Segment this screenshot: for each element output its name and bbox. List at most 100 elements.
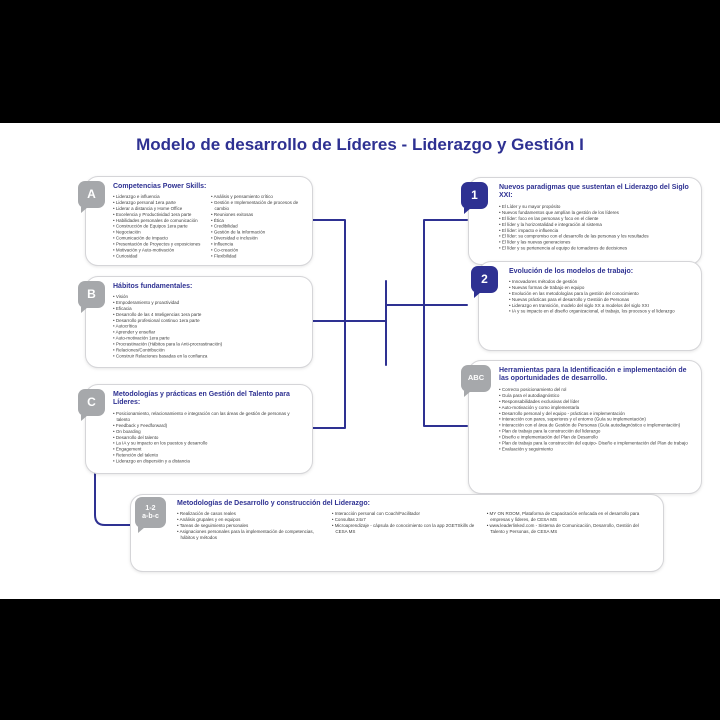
bullet-item: Auto-motivación 1era parte: [113, 336, 304, 342]
box-herramientas-tab: ABC: [461, 365, 491, 397]
box-metodologias-desarrollo-title: Metodologías de Desarrollo y construcció…: [177, 500, 370, 507]
box-herramientas-title: Herramientas para la Identificación e im…: [499, 367, 687, 383]
bullet-item: Evolución en las metodologías para la ge…: [509, 291, 693, 297]
bullet-list-metodologias-talento: Posicionamiento, relacionamiento e integ…: [113, 411, 304, 464]
bullet-item: www.leaderlinked.com - Sistema de Comuni…: [487, 523, 651, 535]
bullet-item: Construir Relaciones basadas en la confi…: [113, 354, 304, 360]
page-title: Modelo de desarrollo de Líderes - Lidera…: [136, 135, 584, 154]
bullet-item: El líder: su compromiso con el desarroll…: [499, 233, 693, 239]
bullet-item: El líder y su pertenencia al equipo de t…: [499, 245, 693, 251]
bullet-item: Autocrítica: [113, 324, 304, 330]
box-metodologias-talento: C Metodologías y prácticas en Gestión de…: [78, 384, 313, 474]
box-evolucion-modelos-tab: 2: [471, 266, 498, 298]
bullet-item: Feedback y Feedforward): [113, 423, 304, 429]
box-habitos-tab: B: [78, 281, 105, 313]
bullet-item: El líder y la horizontalidad e integraci…: [499, 222, 693, 228]
bullet-item: Tareas de seguimiento personales: [177, 523, 320, 529]
bullet-item: Gestión e Implementación de procesos de …: [211, 200, 304, 212]
box-metodologias-desarrollo: 1-2 a-b-c Metodologías de Desarrollo y c…: [130, 494, 664, 572]
bullet-item: Motivación y Auto-motivación: [113, 248, 206, 254]
bullet-item: Posicionamiento, relacionamiento e integ…: [113, 411, 304, 423]
bullet-item: Correcto posicionamiento del rol: [499, 387, 693, 393]
bullet-item: Retención del talento: [113, 452, 304, 458]
bullet-item: Presentación de Proyectos y exposiciones: [113, 242, 206, 248]
bullet-item: Nuevas prácticas para el desarrollo y Ge…: [509, 297, 693, 303]
box-metodologias-talento-tab: C: [78, 389, 105, 421]
bullet-item: Negociación: [113, 230, 206, 236]
bullet-item: Liderazgo personal 1era parte: [113, 200, 206, 206]
box-nuevos-paradigmas-tab: 1: [461, 182, 488, 214]
bullet-item: Flexibilidad: [211, 254, 304, 260]
box-habitos-title: Hábitos fundamentales:: [113, 283, 193, 290]
bullet-item: Construcción de Equipos 1era parte: [113, 224, 206, 230]
bullet-item: Habilidades personales de comunicación: [113, 218, 206, 224]
bullet-item: El líder y las nuevas generaciones: [499, 239, 693, 245]
bullet-list-evolucion-modelos: Innovadores métodos de gestiónNuevas for…: [509, 279, 693, 315]
bullet-item: El líder: impacto e influencia: [499, 228, 693, 234]
bullet-item: Excelencia y Productividad 1era parte: [113, 212, 206, 218]
bullet-item: Engagement: [113, 446, 304, 452]
box-competencias: A Competencias Power Skills: Liderazgo e…: [78, 176, 313, 266]
diagram-page: Modelo de desarrollo de Líderes - Lidera…: [0, 123, 720, 599]
bullet-item: Interacción con pares, superiores y el e…: [499, 416, 693, 422]
box-evolucion-modelos: 2 Evolución de los modelos de trabajo: I…: [471, 261, 702, 351]
box-habitos-content: VisiónEmpoderamiento y proactividadEfica…: [86, 294, 312, 425]
bullet-item: Liderazgo e influencia: [113, 194, 206, 200]
bracket-right: [385, 219, 468, 427]
bullet-item: Co-creación: [211, 248, 304, 254]
box-competencias-title: Competencias Power Skills:: [113, 183, 207, 190]
box-competencias-content: Liderazgo e influenciaLiderazgo personal…: [86, 194, 312, 325]
bullet-item: MY ON ROOM, Plataforma de Capacitación e…: [487, 511, 651, 523]
bullet-item: Visión: [113, 294, 304, 300]
bullet-item: Influencia: [211, 242, 304, 248]
box-competencias-tab: A: [78, 181, 105, 213]
bullet-item: Auto-motivación y como implementarla: [499, 405, 693, 411]
bullet-item: Aprender y enseñar: [113, 330, 304, 336]
bullet-item: El líder: foco en las personas y foco en…: [499, 216, 693, 222]
bullet-item: Relaciones/Contribución: [113, 348, 304, 354]
bullet-item: Guía para el autodiagnóstico: [499, 393, 693, 399]
bullet-list-herramientas: Correcto posicionamiento del rolGuía par…: [499, 387, 693, 452]
bullet-item: Liderazgo en dispersión y a distancia: [113, 458, 304, 464]
bullet-list-desarrollo-col1: Realización de casos realesAnálisis grup…: [177, 511, 320, 541]
box-nuevos-paradigmas: 1 Nuevos paradigmas que sustentan el Lid…: [461, 177, 702, 265]
bullet-item: Consultas 24x7: [332, 517, 475, 523]
bullet-item: Reuniones exitosas: [211, 212, 304, 218]
bullet-list-habitos: VisiónEmpoderamiento y proactividadEfica…: [113, 294, 304, 359]
bullet-item: Desarrollo de las 4 Inteligencias 1era p…: [113, 312, 304, 318]
box-metodologias-desarrollo-tab: 1-2 a-b-c: [135, 497, 166, 533]
bullet-item: Liderar a distancia y Home Office: [113, 206, 206, 212]
bullet-item: Nuevas formas de trabajo en equipo: [509, 285, 693, 291]
bullet-item: Análisis grupales y en equipos: [177, 517, 320, 523]
box-metodologias-talento-content: Posicionamiento, relacionamiento e integ…: [86, 411, 312, 518]
bullet-item: Desarrollo profesional continuo 1era par…: [113, 318, 304, 324]
bullet-item: Ética: [211, 218, 304, 224]
bullet-item: Comunicación de Impacto: [113, 236, 206, 242]
bullet-item: Gestión de la Información: [211, 230, 304, 236]
bullet-item: La IA y su impacto en los puestos y desa…: [113, 440, 304, 446]
bullet-item: Desarrollo del talento: [113, 435, 304, 441]
bullet-item: Innovadores métodos de gestión: [509, 279, 693, 285]
bullet-list-competencias-col2: Análisis y pensamiento críticoGestión e …: [211, 194, 304, 259]
bracket-left: [310, 219, 387, 429]
bullet-item: On boarding: [113, 429, 304, 435]
bullet-item: Microaprendizaje - cápsula de conocimien…: [332, 523, 475, 535]
box-nuevos-paradigmas-content: El Líder y su mayor propósitoNuevos fund…: [469, 204, 701, 299]
bullet-item: Diversidad e inclusión: [211, 236, 304, 242]
bullet-item: Realización de casos reales: [177, 511, 320, 517]
box-metodologias-desarrollo-content: Realización de casos realesAnálisis grup…: [131, 511, 663, 570]
bullet-list-desarrollo-col3: MY ON ROOM, Plataforma de Capacitación e…: [487, 511, 651, 541]
bullet-item: Liderazgo en transición, modelo del sigl…: [509, 303, 693, 309]
bullet-item: Interacción con el área de Gestión de Pe…: [499, 422, 693, 428]
bullet-list-competencias-col1: Liderazgo e influenciaLiderazgo personal…: [113, 194, 206, 259]
bullet-item: Eficacia: [113, 306, 304, 312]
box-habitos: B Hábitos fundamentales: VisiónEmpoderam…: [78, 276, 313, 368]
bullet-list-desarrollo-col2: Interacción personal con Coach/Facilitad…: [332, 511, 475, 541]
box-evolucion-modelos-title: Evolución de los modelos de trabajo:: [509, 268, 634, 275]
bullet-item: Responsabilidades exclusivas del líder: [499, 399, 693, 405]
bullet-item: Procrastinación (Hábitos para la Anti-pr…: [113, 342, 304, 348]
bullet-item: Evaluación y seguimiento: [499, 446, 693, 452]
bullet-item: Interacción personal con Coach/Facilitad…: [332, 511, 475, 517]
box-herramientas: ABC Herramientas para la Identificación …: [461, 360, 702, 494]
